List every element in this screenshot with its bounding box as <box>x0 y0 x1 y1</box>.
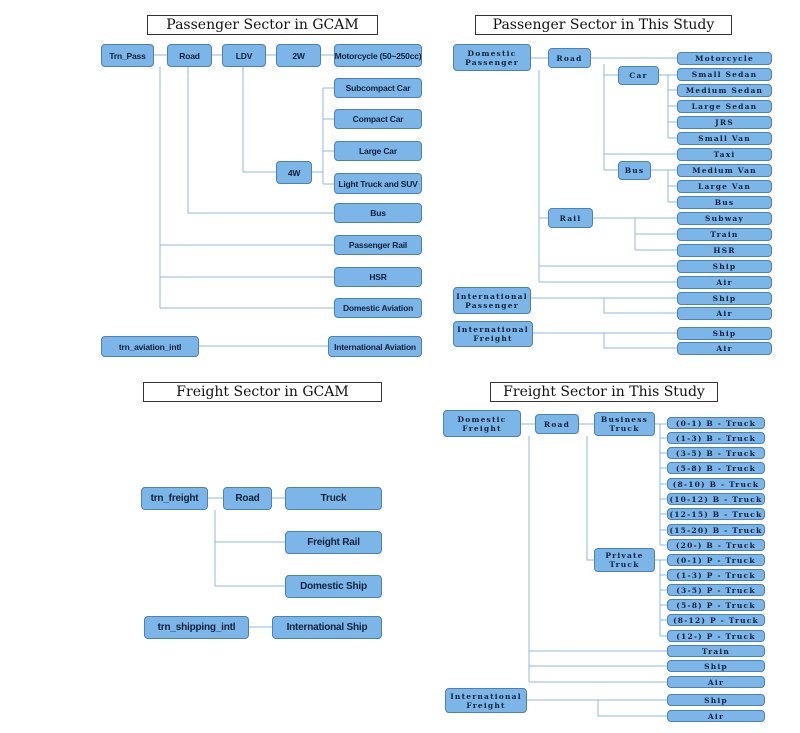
node-p-truck-12: (12-) P - Truck <box>667 630 765 642</box>
title-freight-study: Freight Sector in This Study <box>490 382 718 402</box>
node-international-freight-pass: International Freight <box>453 321 533 347</box>
node-business-truck: Business Truck <box>594 412 655 436</box>
node-trn-aviation-intl: trn_aviation_intl <box>101 336 199 357</box>
node-intl-freight-air: Air <box>677 342 772 355</box>
node-intl-freight-ship: Ship <box>677 327 772 340</box>
node-international-freight: International Freight <box>445 688 527 713</box>
node-passenger-rail: Passenger Rail <box>334 235 422 255</box>
title-passenger-study: Passenger Sector in This Study <box>475 15 732 35</box>
node-taxi: Taxi <box>677 148 772 161</box>
node-4w: 4W <box>276 161 312 184</box>
node-road: Road <box>167 44 212 67</box>
node-train-freight: Train <box>667 645 765 657</box>
node-international-ship: International Ship <box>272 616 382 639</box>
node-compact-car: Compact Car <box>334 109 422 129</box>
node-ldv: LDV <box>222 44 266 67</box>
node-freight-rail: Freight Rail <box>285 531 382 554</box>
node-air-freight: Air <box>667 676 765 688</box>
node-b-truck-12-15: (12-15) B - Truck <box>667 508 765 520</box>
node-car: Car <box>618 66 659 85</box>
node-b-truck-0-1: (0-1) B - Truck <box>667 417 765 429</box>
node-b-truck-5-8: (5-8) B - Truck <box>667 462 765 474</box>
node-road-study: Road <box>548 48 591 68</box>
node-large-van: Large Van <box>677 180 772 193</box>
node-trn-shipping-intl: trn_shipping_intl <box>144 616 249 639</box>
node-b-truck-10-12: (10-12) B - Truck <box>667 493 765 505</box>
node-bus: Bus <box>334 203 422 223</box>
node-motorcycle-study: Motorcycle <box>677 52 772 65</box>
title-passenger-gcam: Passenger Sector in GCAM <box>147 15 378 35</box>
node-train: Train <box>677 228 772 241</box>
node-motorcycle: Motorcycle (50~250cc) <box>334 44 422 67</box>
node-light-truck-suv: Light Truck and SUV <box>334 173 422 194</box>
node-b-truck-20: (20-) B - Truck <box>667 539 765 551</box>
node-trn-pass: Trn_Pass <box>101 44 154 67</box>
node-b-truck-8-10: (8-10) B - Truck <box>667 478 765 490</box>
node-ship: Ship <box>677 260 772 273</box>
node-medium-van: Medium Van <box>677 164 772 177</box>
node-ship-freight: Ship <box>667 660 765 672</box>
node-hsr: HSR <box>334 267 422 287</box>
node-jrs: JRS <box>677 116 772 129</box>
node-international-aviation: International Aviation <box>328 336 422 357</box>
node-road-freight: Road <box>223 487 272 510</box>
node-hsr-study: HSR <box>677 244 772 257</box>
node-domestic-passenger: Domestic Passenger <box>453 44 531 71</box>
node-intl-pass-air: Air <box>677 307 772 320</box>
node-medium-sedan: Medium Sedan <box>677 84 772 97</box>
node-p-truck-3-5: (3-5) P - Truck <box>667 584 765 596</box>
node-intl-air: Air <box>667 710 765 722</box>
title-freight-gcam: Freight Sector in GCAM <box>143 382 382 402</box>
node-private-truck: Private Truck <box>594 548 655 572</box>
node-p-truck-8-12: (8-12) P - Truck <box>667 614 765 626</box>
node-b-truck-15-20: (15-20) B - Truck <box>667 524 765 536</box>
node-p-truck-1-3: (1-3) P - Truck <box>667 569 765 581</box>
node-subcompact-car: Subcompact Car <box>334 78 422 98</box>
node-b-truck-3-5: (3-5) B - Truck <box>667 447 765 459</box>
node-international-passenger: International Passenger <box>453 287 531 314</box>
node-large-sedan: Large Sedan <box>677 100 772 113</box>
node-domestic-ship: Domestic Ship <box>285 575 382 598</box>
node-intl-ship: Ship <box>667 694 765 706</box>
node-rail: Rail <box>548 208 593 228</box>
node-2w: 2W <box>276 44 321 67</box>
node-truck: Truck <box>285 487 382 510</box>
node-domestic-aviation: Domestic Aviation <box>334 298 422 318</box>
node-b-truck-1-3: (1-3) B - Truck <box>667 432 765 444</box>
node-road-freight-study: Road <box>535 414 579 434</box>
node-bus-study: Bus <box>677 196 772 209</box>
node-domestic-freight: Domestic Freight <box>443 410 521 437</box>
node-trn-freight: trn_freight <box>141 487 208 510</box>
node-p-truck-5-8: (5-8) P - Truck <box>667 599 765 611</box>
node-small-van: Small Van <box>677 132 772 145</box>
node-intl-pass-ship: Ship <box>677 292 772 305</box>
node-bus-group: Bus <box>618 161 651 180</box>
node-subway: Subway <box>677 212 772 225</box>
node-small-sedan: Small Sedan <box>677 68 772 81</box>
node-p-truck-0-1: (0-1) P - Truck <box>667 554 765 566</box>
node-air: Air <box>677 276 772 289</box>
node-large-car: Large Car <box>334 141 422 161</box>
